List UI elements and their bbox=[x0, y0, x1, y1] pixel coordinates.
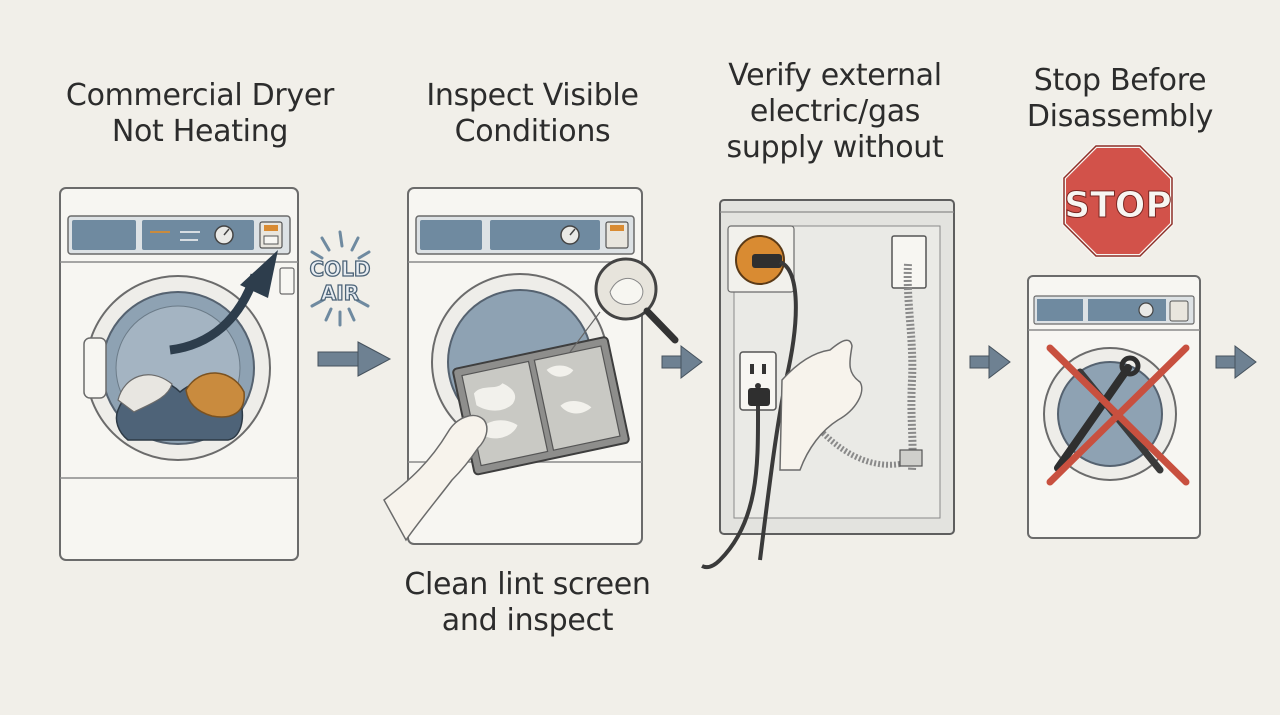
stop-sign: STOP bbox=[1062, 144, 1174, 258]
stop-sign-text: STOP bbox=[1064, 185, 1171, 226]
flow-arrow-1 bbox=[317, 341, 392, 377]
cold-air-line-2: AIR bbox=[321, 281, 359, 305]
step-3-title-line-2: electric/gas bbox=[749, 94, 921, 129]
step-3-title-line-1: Verify external bbox=[728, 58, 942, 93]
step-2-title-line-2: Conditions bbox=[454, 114, 611, 149]
flow-arrow-4 bbox=[1215, 344, 1257, 380]
cold-air-badge: COLD AIR bbox=[309, 230, 371, 327]
step-4-title: Stop Before Disassembly bbox=[1010, 63, 1230, 135]
step-1-title-line-2: Not Heating bbox=[111, 114, 289, 149]
flow-arrow-2 bbox=[661, 344, 703, 380]
dryer-illustration-4 bbox=[1027, 275, 1201, 539]
step-2-title-line-1: Inspect Visible bbox=[426, 78, 639, 113]
step-2-caption-line-2: and inspect bbox=[441, 603, 614, 638]
dryer-illustration-2 bbox=[383, 187, 679, 545]
step-3-title: Verify external electric/gas supply with… bbox=[705, 58, 965, 166]
flow-arrow-3 bbox=[969, 344, 1011, 380]
cold-air-line-1: COLD bbox=[309, 257, 370, 281]
step-4-title-line-1: Stop Before bbox=[1033, 63, 1207, 98]
dryer-back-panel bbox=[701, 199, 955, 570]
step-2-title: Inspect Visible Conditions bbox=[400, 78, 665, 150]
step-2-caption-line-1: Clean lint screen bbox=[404, 567, 651, 602]
step-4-title-line-2: Disassembly bbox=[1026, 99, 1214, 134]
step-1-title-line-1: Commercial Dryer bbox=[65, 78, 335, 113]
step-1-title: Commercial Dryer Not Heating bbox=[50, 78, 350, 150]
step-2-caption: Clean lint screen and inspect bbox=[395, 567, 660, 639]
step-3-title-line-3: supply without bbox=[726, 130, 944, 165]
dryer-illustration-1 bbox=[59, 187, 299, 561]
